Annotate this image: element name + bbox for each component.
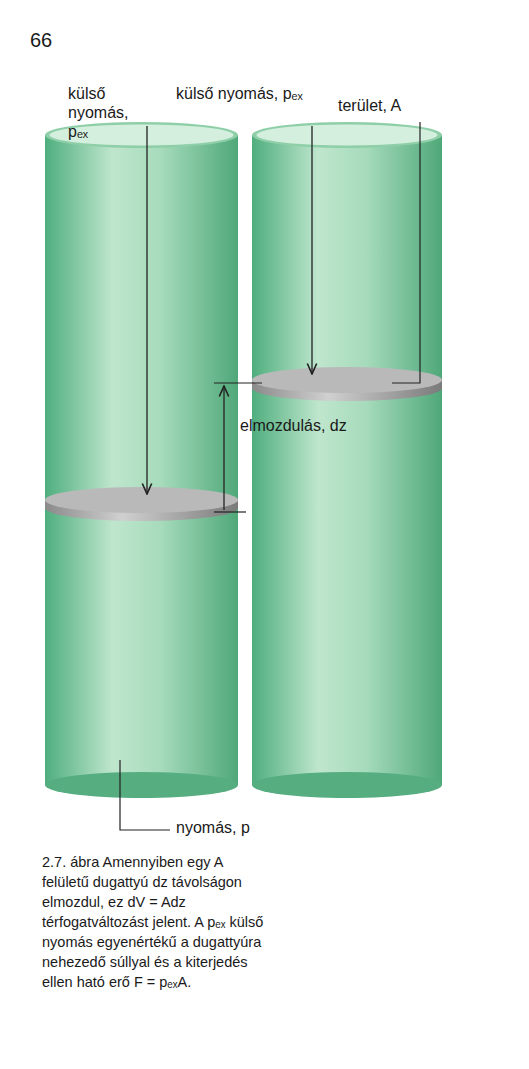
area-leader xyxy=(392,122,420,383)
figure-caption: 2.7. ábra Amennyiben egy A felületű duga… xyxy=(42,852,264,992)
dimension-tick xyxy=(214,382,262,383)
pressure-label: külső nyomás, pₑₓ xyxy=(68,84,144,142)
dimension-tick xyxy=(214,511,246,512)
displacement-label: elmozdulás, dz xyxy=(240,416,400,435)
pressure-label: külső nyomás, pₑₓ xyxy=(176,84,306,103)
right-cylinder xyxy=(252,122,442,798)
displacement-arrow xyxy=(223,386,224,510)
pressure-arrow xyxy=(311,126,312,374)
pressure-label: nyomás, p xyxy=(176,818,296,837)
pressure-leader xyxy=(120,760,170,830)
pressure-arrow xyxy=(146,126,147,494)
left-cylinder xyxy=(45,122,238,798)
page-number: 66 xyxy=(30,28,90,52)
area-label: terület, A xyxy=(338,96,458,115)
left-piston xyxy=(45,487,238,521)
right-piston xyxy=(252,367,442,401)
